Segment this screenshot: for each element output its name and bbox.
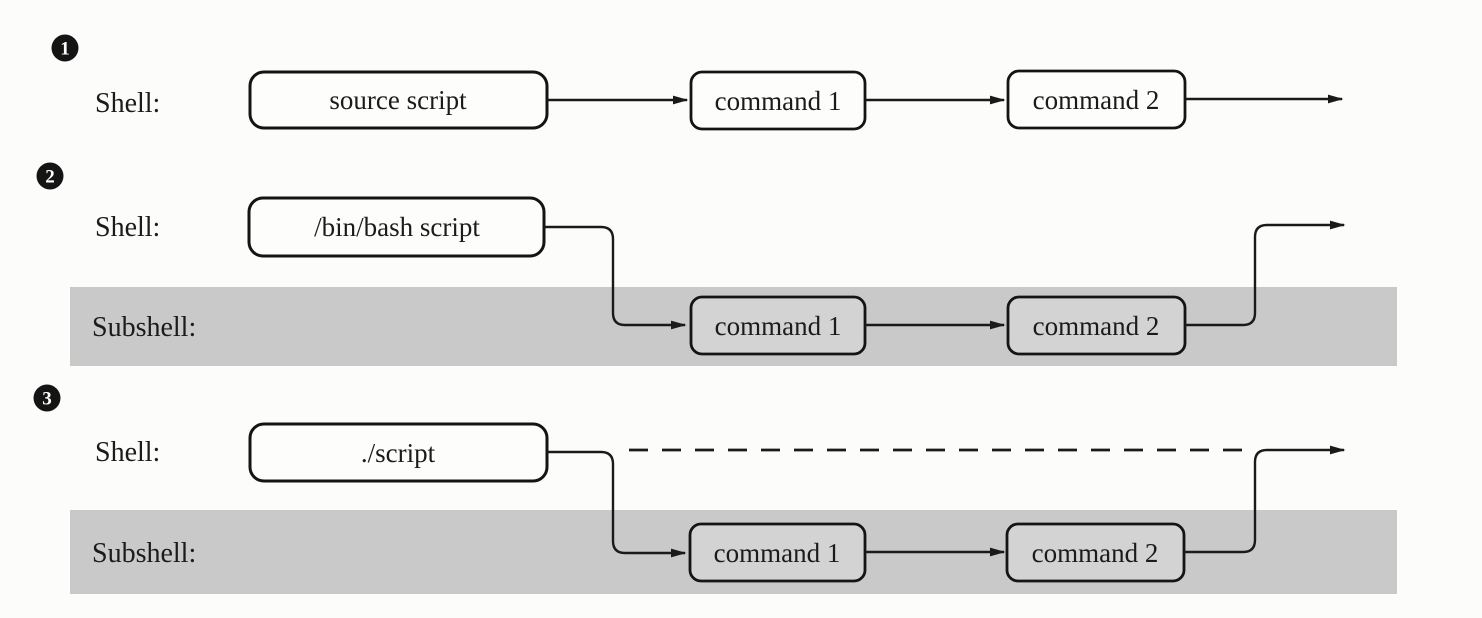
connector-shell-to-subshell-s3 xyxy=(547,450,687,558)
section-2-shell-label: Shell: xyxy=(95,212,160,243)
section-1-command-2-label: command 2 xyxy=(1033,85,1160,115)
section-3-command-1-label: command 1 xyxy=(714,538,841,568)
section-2-command-1-label: command 1 xyxy=(715,311,842,341)
section-1-command-1-label: command 1 xyxy=(715,86,842,116)
section-source: 1 Shell: source script command 1 command… xyxy=(51,34,1344,131)
section-3-shell-label: Shell: xyxy=(95,437,160,468)
source-script-box-label: source script xyxy=(329,85,467,115)
section-3-badge-circle xyxy=(33,384,61,412)
section-2-command-2-label: command 2 xyxy=(1033,311,1160,341)
bin-bash-script-box-label: /bin/bash script xyxy=(314,212,480,242)
section-1-shell-label: Shell: xyxy=(95,88,160,119)
connector-shell-to-subshell-s2 xyxy=(544,225,687,330)
connector-subshell-to-shell-s2 xyxy=(1185,220,1346,327)
section-2-subshell-label: Subshell: xyxy=(92,312,196,343)
section-1-badge-circle xyxy=(51,34,79,62)
section-3-command-2-label: command 2 xyxy=(1032,538,1159,568)
section-2-badge-number: 2 xyxy=(45,167,55,188)
section-2-badge-circle xyxy=(36,162,64,190)
connector-subshell-to-shell-s3 xyxy=(1184,445,1346,554)
dot-script-box-label: ./script xyxy=(361,438,436,468)
section-3-badge-number: 3 xyxy=(42,389,52,410)
section-1-badge-number: 1 xyxy=(60,39,70,60)
section-3-subshell-label: Subshell: xyxy=(92,538,196,569)
section-bin-bash: 2 Shell: /bin/bash script Subshell: comm… xyxy=(36,162,1397,366)
section-dot-script: 3 Shell: ./script Subshell: command 1 co… xyxy=(33,384,1397,594)
